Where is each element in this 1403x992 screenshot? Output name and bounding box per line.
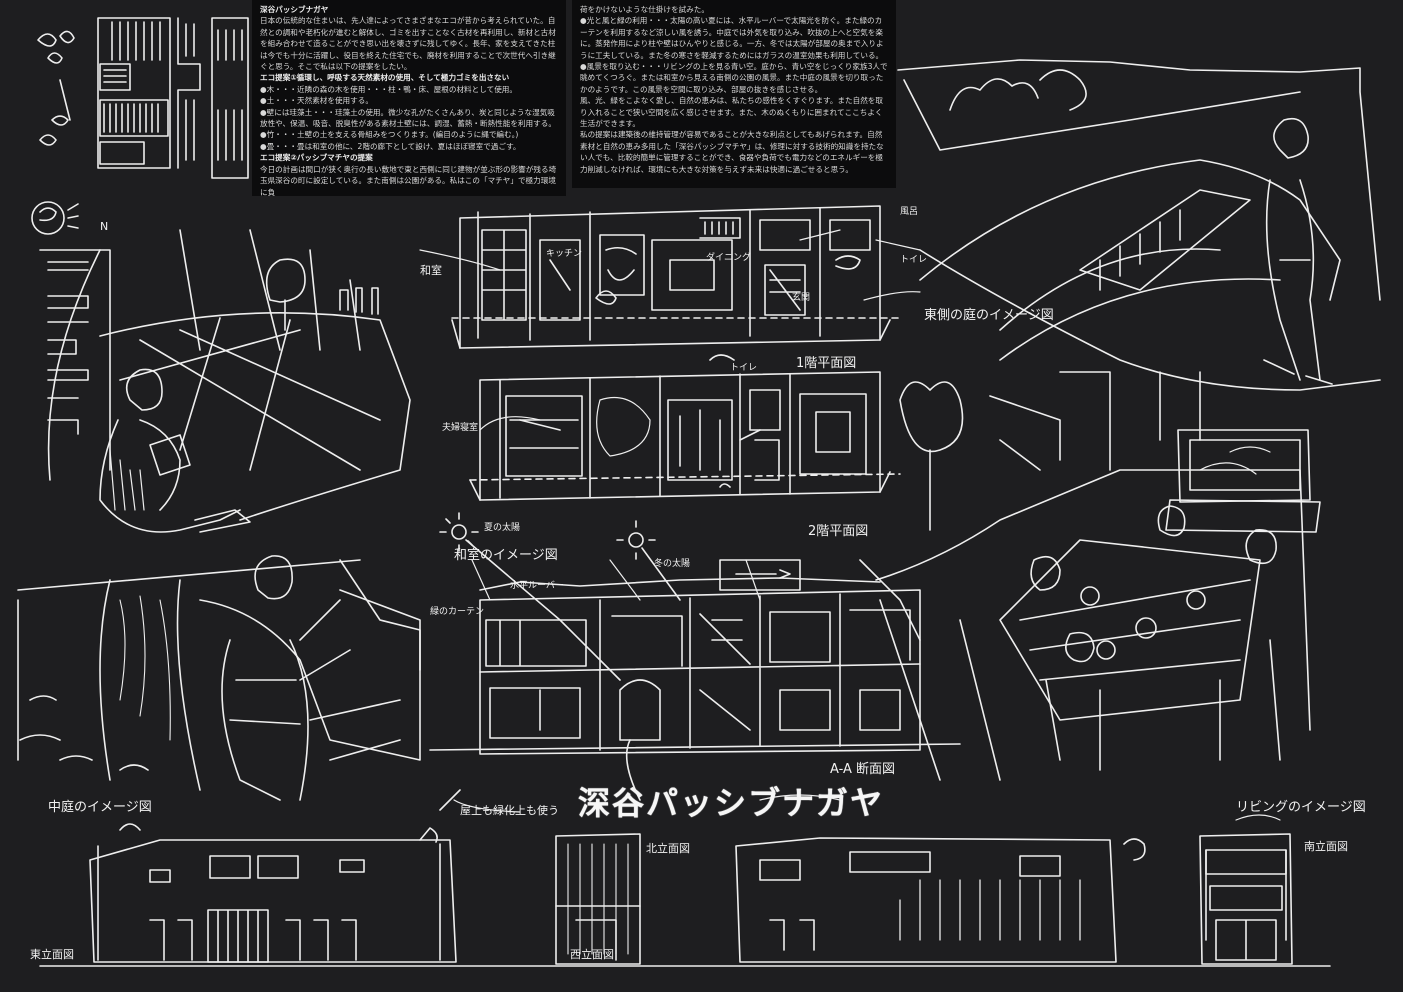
louver-label: 水平ルーバー (510, 581, 564, 591)
description-paragraph: ●木・・・近隣の森の木を使用・・・柱・鴨・床、屋根の材料として使用。 (260, 84, 517, 94)
description-paragraph: 日本の伝統的な住まいは、先人達によってさまざまなエコが昔から考えられていた。自然… (260, 16, 556, 72)
description-paragraph: 今日の計画は間口が狭く奥行の長い敷地で東と西側に同じ建物が並ぶ形の影響が残る埼玉… (260, 164, 557, 197)
roof-note-label: 屋上も緑化上も使う (460, 804, 559, 817)
floor1-plan-label: 1階平面図 (796, 356, 857, 371)
description-paragraph: ●畳・・・畳は和室の他に、2階の廊下として設け、夏はほぼ寝室で過ごす。 (260, 141, 521, 151)
description-title: 深谷パッシブナガヤ (260, 5, 329, 14)
kitchen-room-label: キッチン (546, 249, 583, 259)
elevation-drawings (39, 739, 1331, 967)
description-paragraph: 荷をかけないような仕掛けを試みた。 (580, 5, 709, 14)
floor1-plan-drawing (451, 205, 901, 349)
genkan-room-label: 玄関 (792, 293, 811, 303)
description-paragraph: ●壁には珪藻土・・・珪藻土の使用。微少な孔がたくさんあり、炭と同じような湿気吸放… (260, 107, 556, 129)
description-paragraph: ●風景を取り込む・・・リビングの上を見る青い空。庭から、青い空をじっくり家族3人… (580, 62, 888, 94)
summer-sun-label: 夏の太陽 (484, 523, 521, 533)
courtyard-image-label: 中庭のイメージ図 (48, 800, 152, 815)
green-curtain-label: 緑のカーテン (430, 607, 485, 617)
section-aa-drawing (429, 512, 961, 755)
eco-proposal-heading: エコ提案②パッシブマチヤの提案 (260, 153, 373, 163)
west-elevation-label: 西立面図 (570, 948, 614, 961)
description-paragraph: ●土・・・天然素材を使用する。 (260, 96, 373, 106)
description-paragraph: 風、光、緑をこよなく愛し、自然の恵みは、私たちの感性をくすぐります。また自然を取… (580, 96, 883, 129)
toilet-room-label: トイレ (900, 255, 928, 265)
east-elevation-label: 東立面図 (30, 948, 74, 961)
master-bedroom-label: 夫婦寝室 (442, 423, 479, 433)
board-title: 深谷パッシブナガヤ (578, 784, 885, 822)
floor2-plan-label: 2階平面図 (808, 524, 869, 539)
description-paragraph: ●竹・・・土壁の土を支える骨組みをつくります。(編目のように縄で編む。) (260, 130, 519, 140)
toilet2-room-label: トイレ (730, 363, 758, 373)
side-plan-sketch (39, 249, 111, 481)
site-plan-sketch (31, 17, 249, 235)
description-paragraph: ●光と風と緑の利用・・・太陽の高い夏には、水平ルーバーで太陽光を防ぐ。また緑のカ… (580, 16, 884, 60)
living-image-label: リビングのイメージ図 (1236, 800, 1366, 815)
description-text-right: 荷をかけないような仕掛けを試みた。 ●光と風と緑の利用・・・太陽の高い夏には、水… (572, 0, 896, 188)
dining-room-label: ダイニング (706, 253, 752, 263)
section-label: A-A 断面図 (830, 762, 896, 777)
washitsu-image-label: 和室のイメージ図 (454, 548, 558, 563)
description-paragraph: 私の提案は建築後の維持管理が容易であることが大きな利点としてもあげられます。自然… (580, 130, 884, 174)
garden-view-sketch (897, 59, 1381, 391)
description-text-left: 深谷パッシブナガヤ 日本の伝統的な住まいは、先人達によってさまざまなエコが昔から… (252, 0, 566, 197)
south-elevation-label: 南立面図 (1304, 840, 1348, 853)
living-view-sketch (875, 371, 1321, 781)
eco-proposal-heading: エコ提案①循環し、呼吸する天然素材の使用、そして極力ゴミを出さない (260, 73, 510, 83)
annotation-leaders (419, 229, 1281, 821)
washitsu-view-sketch (99, 229, 411, 533)
north-elevation-label: 北立面図 (646, 842, 690, 855)
floor2-plan-drawing (469, 354, 901, 501)
garden-image-label: 東側の庭のイメージ図 (924, 308, 1054, 323)
courtyard-view-sketch (17, 555, 421, 801)
north-arrow-label: N (100, 220, 109, 233)
winter-sun-label: 冬の太陽 (654, 559, 691, 569)
washitsu-room-label: 和室 (420, 264, 442, 277)
bath-room-label: 風呂 (900, 207, 919, 217)
